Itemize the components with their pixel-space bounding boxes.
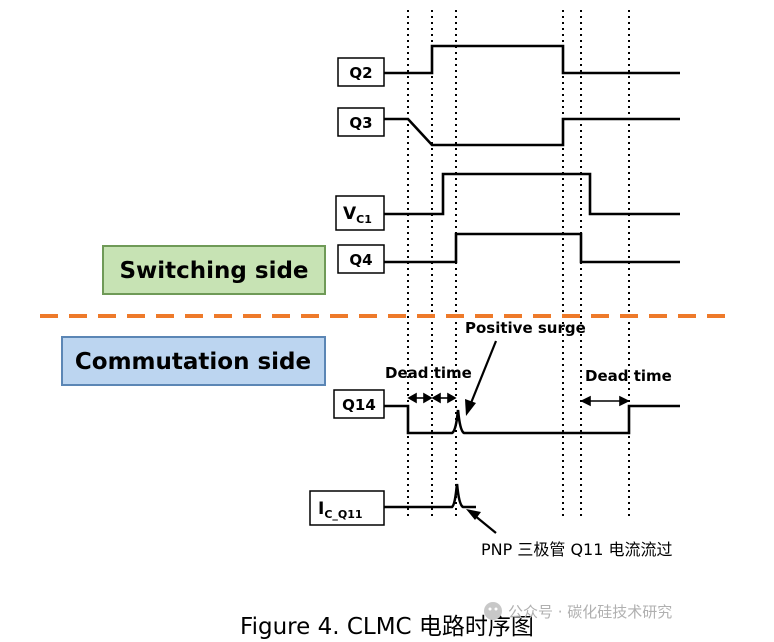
watermark: 公众号 · 碳化硅技术研究 [484, 602, 672, 621]
ic-q11-label: IC_Q11 [318, 499, 363, 521]
positive-surge-label: Positive surge [465, 319, 586, 337]
pnp-note-arrow [473, 514, 497, 534]
q3-label: Q3 [349, 114, 372, 132]
q2-label: Q2 [349, 64, 372, 82]
q14-waveform [384, 404, 680, 435]
q14-label-box [333, 389, 385, 419]
positive-surge-arrow [469, 340, 498, 404]
q3-waveform [384, 117, 680, 147]
vc1-label-box [335, 195, 385, 231]
vc1-label: VC1 [343, 204, 372, 226]
dead-time-right-arrow [580, 395, 630, 407]
figure-caption: Figure 4. CLMC 电路时序图 [240, 614, 534, 640]
dead-time-left-arrow [407, 392, 457, 404]
positive-surge-arrowhead [465, 399, 476, 416]
pnp-note-arrowhead [466, 509, 481, 520]
q2-waveform [384, 44, 680, 75]
q4-label: Q4 [349, 251, 372, 269]
commutation-side-label: Commutation side [75, 349, 311, 375]
ic-q11-label-box [309, 490, 385, 526]
q14-label: Q14 [342, 396, 376, 414]
dead-time-left-label: Dead time [385, 364, 472, 382]
q3-label-box [337, 107, 385, 137]
switching-side-label: Switching side [119, 258, 308, 284]
watermark-text: 公众号 · 碳化硅技术研究 [508, 603, 672, 621]
q4-waveform [384, 232, 680, 264]
ic-q11-waveform [384, 483, 476, 509]
dead-time-right-label: Dead time [585, 367, 672, 385]
time-markers [407, 10, 630, 520]
commutation-side-box [61, 336, 326, 386]
vc1-waveform [384, 172, 680, 216]
wechat-icon [484, 602, 502, 620]
q4-label-box [337, 244, 385, 274]
switching-side-box [102, 245, 326, 295]
pnp-note-label: PNP 三极管 Q11 电流流过 [481, 540, 672, 559]
